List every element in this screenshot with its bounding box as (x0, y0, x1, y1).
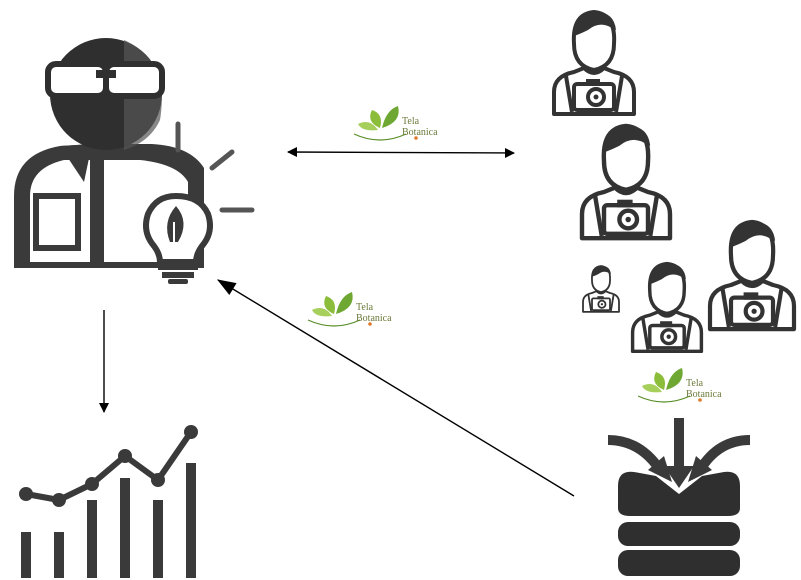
svg-text:Tela: Tela (686, 378, 704, 389)
photographer-icon (582, 265, 620, 313)
lightbulb-icon (143, 192, 213, 284)
svg-text:Botanica: Botanica (356, 313, 392, 324)
chart-point (19, 487, 33, 501)
photographer-icon (552, 10, 636, 116)
database-icon (607, 418, 751, 576)
chart-bar (21, 532, 31, 578)
chart-bar (54, 532, 64, 578)
chart-trend-line (25, 430, 194, 503)
trend-chart-icon (19, 425, 198, 578)
photographer-group (552, 10, 794, 354)
chart-point (184, 425, 198, 439)
chart-bar (87, 500, 97, 578)
bidirectional-arrow (287, 147, 515, 158)
tela-botanica-logo: Tela Botanica (637, 367, 722, 403)
chart-point (118, 449, 132, 463)
scientist-icon (14, 38, 255, 284)
chart-point (52, 493, 66, 507)
chart-bar (120, 478, 130, 578)
photographer-icon (710, 222, 794, 329)
chart-bar (186, 463, 196, 578)
tela-botanica-logo: Tela Botanica (353, 105, 438, 141)
photographer-icon (630, 261, 704, 354)
svg-text:Tela: Tela (356, 302, 374, 313)
svg-text:Tela: Tela (402, 116, 420, 127)
chart-point (85, 477, 99, 491)
chart-bar (153, 500, 163, 578)
photographer-icon (582, 126, 670, 238)
lightbulb-rays (175, 121, 255, 213)
svg-text:Botanica: Botanica (686, 389, 722, 400)
tela-botanica-logo: Tela Botanica (307, 291, 392, 327)
svg-text:Botanica: Botanica (402, 127, 438, 138)
diagonal-arrow (217, 279, 575, 497)
chart-point (151, 473, 165, 487)
